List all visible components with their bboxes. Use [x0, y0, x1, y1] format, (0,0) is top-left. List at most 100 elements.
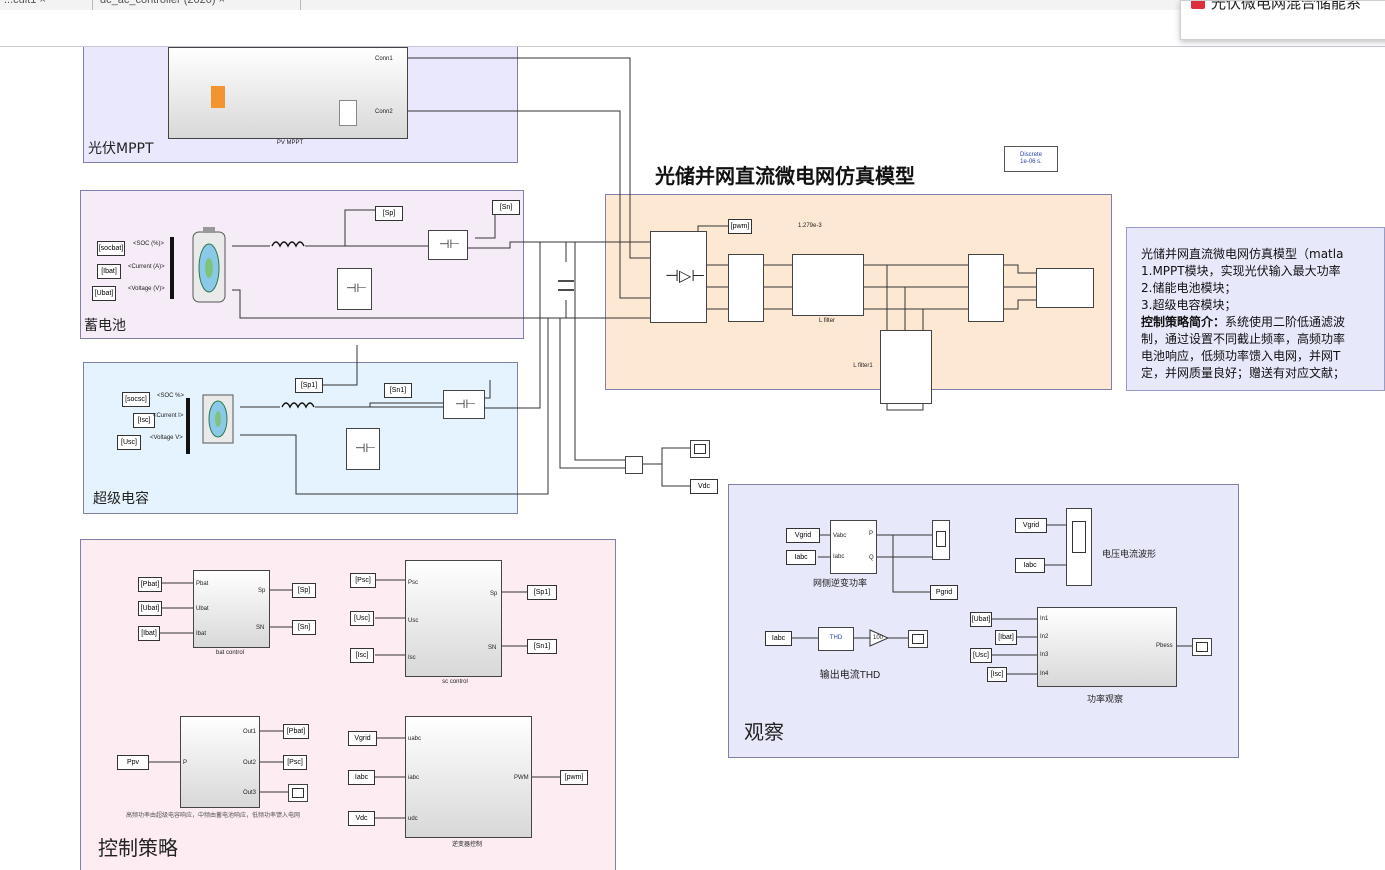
tag-socsc[interactable]: [socsc] — [122, 392, 150, 407]
l-filter1-block[interactable] — [880, 330, 932, 404]
port-pbess: Pbess — [1156, 643, 1173, 649]
sc-lower-igbt[interactable]: ⊣⊢ — [346, 428, 380, 470]
tag-ubat[interactable]: [Ubat] — [92, 286, 116, 301]
desc-line-2: 1.MPPT模块，实现光伏输入最大功率 — [1141, 264, 1341, 278]
obs-pw-in-usc[interactable]: [Usc] — [970, 648, 992, 663]
notification-popup[interactable]: 光伏微电网混合储能系 — [1180, 0, 1385, 40]
ctl-sc-out-sn1[interactable]: [Sn1] — [527, 639, 557, 654]
description-panel: 光储并网直流微电网仿真模型（matla 1.MPPT模块，实现光伏输入最大功率 … — [1126, 227, 1385, 391]
port-out2: Out2 — [243, 760, 257, 766]
port-vabc: Vabc — [833, 533, 847, 539]
obs-pw-in-ubat[interactable]: [Ubat] — [970, 612, 992, 627]
port-in1: In1 — [1040, 616, 1049, 622]
pv-mppt-block[interactable]: Conn1 Conn2 — [168, 47, 408, 139]
bat-control-block[interactable]: Pbat Ubat Ibat Sp SN — [193, 570, 270, 648]
value-1279: 1.279e-3 — [798, 223, 822, 229]
battery-lower-igbt[interactable]: ⊣⊢ — [337, 268, 372, 310]
ctl-sc-in-usc[interactable]: [Usc] — [350, 611, 374, 626]
tag-isc[interactable]: [Isc] — [133, 413, 155, 428]
thd-block[interactable]: THD — [818, 627, 854, 651]
powergui-block[interactable]: Discrete 1e-06 s. — [1004, 146, 1058, 172]
inverter-block[interactable]: ⊣▷⊢ — [650, 231, 707, 323]
tag-sn[interactable]: [Sn] — [492, 200, 520, 215]
vi-measurement-1[interactable] — [728, 254, 764, 322]
scope-icon — [936, 531, 946, 547]
tag-pgrid[interactable]: Pgrid — [930, 585, 958, 600]
dc-voltage-measure[interactable] — [625, 456, 643, 474]
grid-source-block[interactable] — [1036, 268, 1094, 308]
tag-ibat[interactable]: [Ibat] — [97, 264, 121, 279]
ctl-sc-in-psc[interactable]: [Psc] — [350, 573, 376, 588]
inverter-icon: ⊣▷⊢ — [665, 268, 706, 285]
obs-pw-in-ibat[interactable]: [Ibat] — [995, 630, 1017, 645]
battery-area[interactable] — [80, 190, 524, 339]
port-p-in: P — [183, 760, 188, 766]
ctl-split-in-ppv[interactable]: Ppv — [117, 755, 149, 770]
power-scope[interactable] — [932, 520, 950, 560]
tag-usc[interactable]: [Usc] — [117, 435, 141, 450]
l-filter-block[interactable] — [792, 254, 864, 316]
obs-vi-in-vgrid[interactable]: Vgrid — [1015, 518, 1047, 533]
pw-scope[interactable] — [1192, 638, 1212, 656]
battery-upper-igbt[interactable]: ⊣⊢ — [428, 230, 468, 260]
port-udc: udc — [408, 816, 418, 822]
ctl-sc-in-isc[interactable]: [Isc] — [350, 648, 374, 663]
pv-subblock-thumb — [339, 100, 357, 126]
thd-scope[interactable] — [908, 630, 928, 648]
obs-power-in-iabc[interactable]: Iabc — [786, 550, 816, 565]
ctl-split-out-pbat[interactable]: [Pbat] — [283, 724, 309, 739]
inverter-control-block[interactable]: uabc iabc udc PWM — [405, 716, 532, 838]
ctl-split-out-psc[interactable]: [Psc] — [283, 755, 307, 770]
sig-voltage-battery: <Voltage (V)> — [128, 286, 165, 292]
port-out1: Out1 — [243, 729, 257, 735]
ctl-bat-in-pbat[interactable]: [Pbat] — [138, 577, 162, 592]
scope-icon — [1196, 642, 1208, 652]
igbt-icon: ⊣⊢ — [355, 441, 376, 455]
igbt-icon: ⊣⊢ — [346, 281, 367, 295]
tab-dc-ac-controller[interactable]: dc_ac_controller (2020) × — [100, 0, 226, 6]
ctl-sc-out-sp1[interactable]: [Sp1] — [527, 585, 557, 600]
sc-control-block[interactable]: Psc Usc Isc Sp SN — [405, 560, 502, 677]
ctl-bat-in-ibat[interactable]: [Ibat] — [138, 626, 160, 641]
ctl-inv-in-iabc[interactable]: Iabc — [348, 770, 375, 785]
tag-socbat[interactable]: [socbat] — [97, 241, 125, 256]
dc-scope[interactable] — [690, 440, 710, 458]
obs-power-in-vgrid[interactable]: Vgrid — [786, 528, 820, 543]
tag-sp1[interactable]: [Sp1] — [295, 378, 323, 393]
tab-circuit[interactable]: ...cuit1 × — [4, 0, 46, 6]
power-calc-block[interactable]: Vabc Iabc P Q — [830, 520, 877, 574]
ctl-bat-out-sn[interactable]: [Sn] — [292, 620, 316, 635]
scope-icon — [912, 634, 924, 644]
desc-strategy-2: 制，通过设置不同截止频率，高频功率 — [1141, 332, 1346, 346]
tag-sp[interactable]: [Sp] — [375, 206, 403, 221]
tag-sn1[interactable]: [Sn1] — [384, 383, 412, 398]
port-p: P — [869, 531, 874, 537]
sc-upper-igbt[interactable]: ⊣⊢ — [443, 390, 485, 419]
ctl-inv-in-vdc[interactable]: Vdc — [348, 811, 375, 826]
split-scope[interactable] — [288, 784, 308, 802]
vi-scope[interactable] — [1066, 508, 1092, 586]
scope-icon — [292, 788, 304, 798]
ctl-inv-in-vgrid[interactable]: Vgrid — [348, 731, 377, 746]
power-split-block[interactable]: P Out1 Out2 Out3 — [180, 716, 260, 808]
sig-current-battery: <Current (A)> — [128, 264, 165, 270]
vi-measurement-2[interactable] — [968, 254, 1004, 322]
ctl-bat-in-ubat[interactable]: [Ubat] — [138, 601, 162, 616]
canvas-header — [0, 10, 1385, 47]
ctl-bat-out-sp[interactable]: [Sp] — [292, 583, 316, 598]
obs-vi-in-iabc[interactable]: Iabc — [1015, 558, 1045, 573]
battery-bus-bar — [170, 237, 174, 299]
igbt-icon: ⊣⊢ — [439, 237, 460, 251]
ctl-inv-out-pwm[interactable]: [pwm] — [560, 770, 588, 785]
obs-pw-in-isc[interactable]: [Isc] — [987, 667, 1007, 682]
obs-thd-in-iabc[interactable]: Iabc — [765, 631, 792, 646]
thd-gain-value: 100 — [873, 635, 884, 641]
notification-text: 光伏微电网混合储能系 — [1211, 0, 1362, 12]
port-sp: Sp — [258, 588, 266, 594]
desc-strategy-3: 电池响应，低频功率馈入电网，并网T — [1141, 349, 1341, 363]
power-observe-block[interactable]: In1 In2 In3 In4 Pbess — [1037, 607, 1177, 687]
pv-block-name: PV MPPT — [276, 140, 304, 146]
tag-pwm-gate[interactable]: [pwm] — [728, 219, 752, 234]
tag-vdc[interactable]: Vdc — [690, 479, 718, 494]
desc-line-4: 3.超级电容模块； — [1141, 298, 1237, 312]
